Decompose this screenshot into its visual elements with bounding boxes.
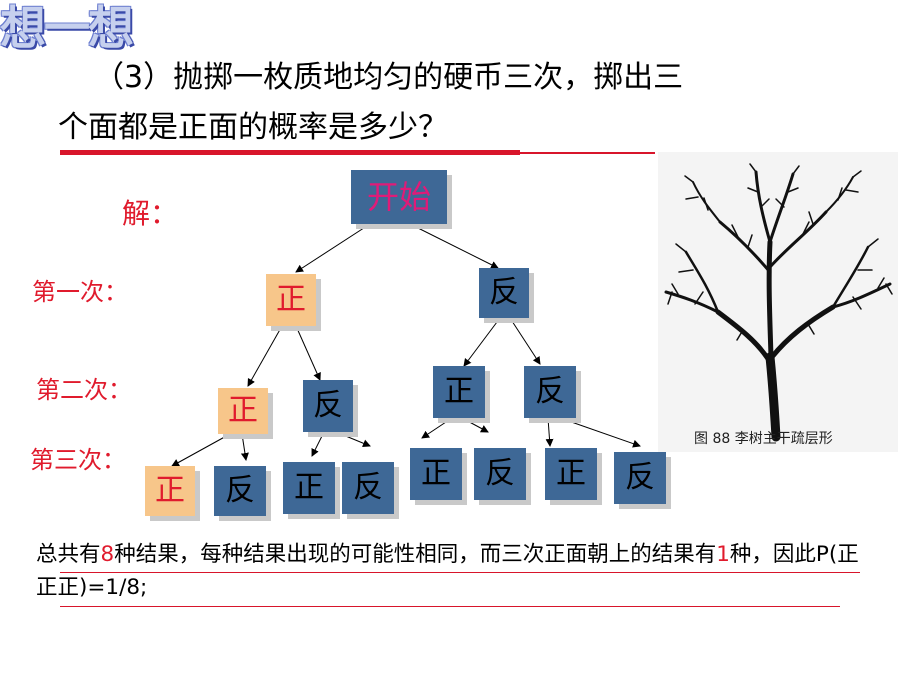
title-logo: 想一想	[0, 1, 134, 55]
summary-count: 8	[100, 542, 115, 567]
label-first-toss: 第一次：	[32, 278, 128, 306]
edge-t-t	[509, 317, 541, 365]
question-text-1: ）抛掷一枚质地均匀的硬币三次，掷出三	[143, 60, 684, 95]
node-l3-2: 反	[214, 466, 266, 516]
plum-tree-illustration	[658, 152, 898, 452]
node-l2-heads-a: 正	[218, 388, 268, 434]
node-l3-3: 正	[283, 462, 335, 514]
summary-underline-2	[60, 606, 840, 607]
edge-h-h	[247, 325, 283, 387]
figure-caption: 图 88 李树主干疏层形	[694, 431, 833, 447]
node-l1-heads: 正	[266, 274, 316, 326]
label-third-toss: 第三次：	[30, 446, 126, 474]
summary-text: 总共有8种结果，每种结果出现的可能性相同，而三次正面朝上的结果有1种，因此P(正…	[36, 538, 866, 604]
edge-th-h	[421, 417, 453, 439]
edge-hh-t	[240, 433, 249, 461]
node-l1-tails: 反	[479, 268, 529, 318]
edge-start-heads	[295, 223, 371, 273]
node-l3-8: 反	[614, 452, 666, 504]
summary-part-2: 种结果，每种结果出现的可能性相同，而三次正面朝上的结果有	[114, 542, 717, 567]
node-start: 开始	[351, 170, 447, 224]
node-l3-5: 正	[410, 448, 462, 500]
question-number: 3	[124, 60, 144, 95]
node-l3-4: 反	[342, 462, 394, 514]
label-second-toss: 第二次：	[36, 376, 132, 404]
edge-ht-h	[311, 431, 325, 457]
summary-one: 1	[716, 542, 730, 567]
node-l2-tails-b: 反	[524, 366, 576, 418]
edge-tt-h	[545, 417, 554, 447]
node-l2-heads-b: 正	[433, 366, 485, 418]
edge-start-tails	[409, 223, 499, 269]
question-paren: （	[94, 60, 124, 95]
edge-h-t	[295, 325, 321, 381]
edge-th-t	[461, 417, 489, 433]
question-line-1: （3）抛掷一枚质地均匀的硬币三次，掷出三	[94, 58, 683, 98]
question-underline	[60, 150, 520, 155]
node-l2-tails-a: 反	[303, 380, 353, 432]
question-underline-thin	[520, 152, 655, 154]
label-solution: 解：	[122, 197, 179, 230]
node-l3-1: 正	[145, 466, 195, 516]
question-line-2: 个面都是正面的概率是多少？	[58, 110, 448, 145]
edge-hh-h	[171, 433, 231, 467]
edge-t-h	[463, 317, 501, 367]
summary-part-3: 种，因此P(正正正)=1/8;	[36, 542, 859, 600]
node-l3-6: 反	[474, 448, 526, 500]
summary-part-1: 总共有	[36, 542, 101, 567]
edge-tt-t	[559, 417, 641, 448]
node-l3-7: 正	[545, 448, 597, 500]
summary-underline-1	[60, 572, 860, 573]
edge-ht-t	[335, 431, 371, 448]
